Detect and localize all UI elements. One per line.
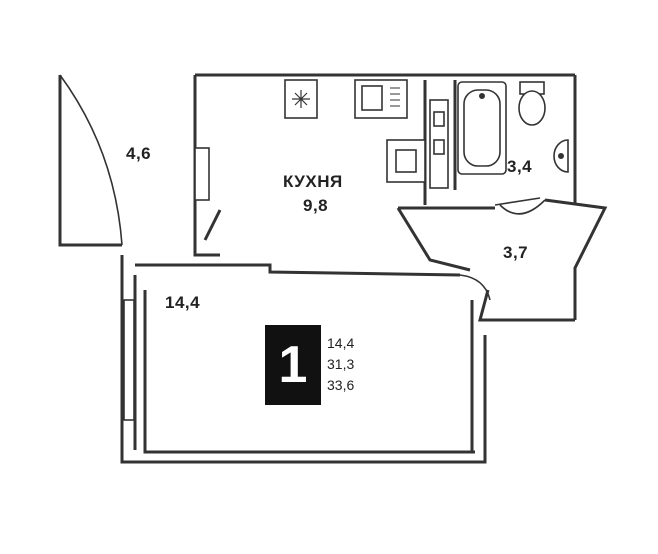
apartment-areas: 14,4 31,3 33,6: [327, 333, 383, 396]
kitchen-door-jamb: [203, 209, 222, 241]
balcony-area-label: 4,6: [126, 144, 152, 163]
stove: [284, 79, 318, 119]
badge-total-area: 31,3: [327, 356, 355, 372]
hall-area-label: 3,7: [503, 243, 529, 262]
living-room-walls: [120, 255, 487, 464]
bathroom-area-label: 3,4: [507, 157, 533, 176]
bathtub: [457, 81, 507, 175]
kitchen-cabinets: [386, 99, 449, 189]
toilet: [518, 81, 546, 126]
badge-living-area: 14,4: [327, 335, 355, 351]
balcony: [58, 74, 220, 257]
kitchen-area-label: 9,8: [303, 196, 329, 215]
living-room-area-label: 14,4: [165, 293, 201, 312]
room-count-badge: 1: [265, 325, 321, 405]
hall-door: [459, 274, 491, 301]
kitchen-name-label: КУХНЯ: [283, 172, 343, 191]
living-top-wall: [135, 263, 461, 277]
sink: [354, 79, 408, 119]
badge-total-with-balcony: 33,6: [327, 377, 355, 393]
hall: [396, 197, 608, 322]
washbasin: [553, 139, 569, 173]
kitchen-window: [194, 147, 210, 201]
